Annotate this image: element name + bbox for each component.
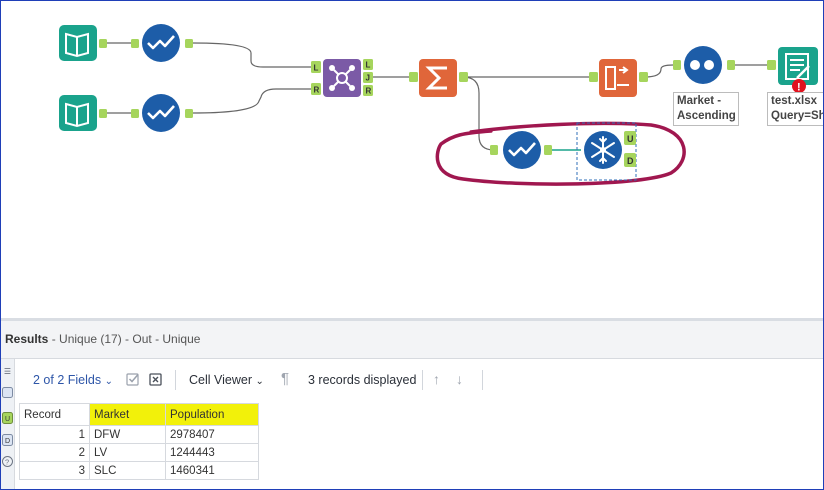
- join-anchor-right: R: [314, 86, 320, 95]
- results-side-tabs: ☰ U D ?: [1, 359, 15, 489]
- results-title-prefix: Results: [5, 332, 49, 346]
- svg-text:U: U: [5, 416, 10, 423]
- results-header: Results - Unique (17) - Out - Unique: [1, 321, 823, 359]
- input-data-tool-2[interactable]: [57, 93, 109, 133]
- results-grid: Record Market Population 1 DFW 2978407 2…: [19, 403, 259, 480]
- chevron-down-icon: ⌄: [104, 376, 113, 387]
- column-header-population[interactable]: Population: [165, 403, 259, 426]
- join-tool[interactable]: L R L J R: [311, 58, 375, 98]
- pilcrow-icon[interactable]: ¶: [281, 370, 290, 387]
- fields-label: 2 of 2 Fields: [33, 373, 102, 387]
- select-tool-3[interactable]: [490, 130, 554, 170]
- unique-anchor-d: D: [627, 156, 634, 166]
- join-anchor-out-right: R: [366, 87, 372, 96]
- error-icon: [792, 79, 806, 93]
- arrow-down-icon[interactable]: ↓: [456, 371, 463, 387]
- market-cell: LV: [89, 443, 166, 462]
- market-sort-tool[interactable]: [673, 45, 737, 85]
- grid-header-row: Record Market Population: [19, 403, 259, 426]
- select-tool-1[interactable]: [131, 23, 195, 63]
- help-icon[interactable]: ?: [2, 456, 13, 467]
- table-row[interactable]: 3 SLC 1460341: [19, 461, 259, 480]
- summarize-tool[interactable]: [409, 58, 469, 98]
- population-cell: 2978407: [165, 425, 259, 444]
- cell-viewer-dropdown[interactable]: Cell Viewer ⌄: [189, 373, 264, 387]
- population-cell: 1460341: [165, 461, 259, 480]
- chevron-down-icon: ⌄: [255, 376, 264, 387]
- table-row[interactable]: 2 LV 1244443: [19, 443, 259, 462]
- input-anchor-icon[interactable]: [2, 387, 13, 398]
- unique-tool[interactable]: U D: [581, 128, 641, 174]
- toolbar-divider: [175, 370, 176, 390]
- toolbar-divider: [422, 370, 423, 390]
- connection-lines: [107, 42, 769, 186]
- results-panel: Results - Unique (17) - Out - Unique ☰ U…: [1, 318, 823, 489]
- join-anchor-left: L: [314, 64, 319, 73]
- svg-text:D: D: [5, 438, 10, 445]
- record-cell: 3: [19, 461, 90, 480]
- selection-box: [576, 122, 637, 181]
- record-cell: 1: [19, 425, 90, 444]
- population-cell: 1244443: [165, 443, 259, 462]
- list-icon[interactable]: ☰: [3, 367, 12, 376]
- annotation-circle: [435, 121, 686, 186]
- market-cell: DFW: [89, 425, 166, 444]
- market-sort-label: Market - Ascending: [673, 92, 739, 126]
- results-title: Results - Unique (17) - Out - Unique: [5, 332, 200, 346]
- clear-icon[interactable]: [148, 371, 164, 387]
- unique-anchor-u: U: [627, 134, 634, 144]
- input-data-tool-1[interactable]: [57, 23, 109, 63]
- unique-output-tab[interactable]: U: [2, 412, 13, 424]
- select-tool-2[interactable]: [131, 93, 195, 133]
- join-anchor-out-left: L: [366, 61, 371, 70]
- workflow-canvas[interactable]: L R L J R: [1, 1, 823, 318]
- duplicate-output-tab[interactable]: D: [2, 434, 13, 446]
- toolbar-divider: [482, 370, 483, 390]
- results-toolbar: 2 of 2 Fields ⌄ Cell Viewer ⌄ ¶ 3 record…: [15, 359, 823, 401]
- record-cell: 2: [19, 443, 90, 462]
- sort-tool[interactable]: [589, 58, 649, 98]
- results-title-detail: - Unique (17) - Out - Unique: [48, 332, 201, 346]
- records-displayed: 3 records displayed: [308, 373, 417, 387]
- table-row[interactable]: 1 DFW 2978407: [19, 425, 259, 444]
- market-cell: SLC: [89, 461, 166, 480]
- join-anchor-out-join: J: [366, 74, 370, 83]
- column-header-record[interactable]: Record: [19, 403, 90, 426]
- cell-viewer-label: Cell Viewer: [189, 373, 252, 387]
- error-badge: !: [797, 82, 801, 94]
- arrow-up-icon[interactable]: ↑: [433, 371, 440, 387]
- output-data-tool[interactable]: !: [767, 45, 823, 95]
- fields-dropdown[interactable]: 2 of 2 Fields ⌄: [33, 373, 113, 387]
- svg-text:?: ?: [5, 458, 9, 467]
- output-label: test.xlsx Query=She: [767, 92, 823, 126]
- checkbox-icon[interactable]: [125, 371, 141, 387]
- column-header-market[interactable]: Market: [89, 403, 166, 426]
